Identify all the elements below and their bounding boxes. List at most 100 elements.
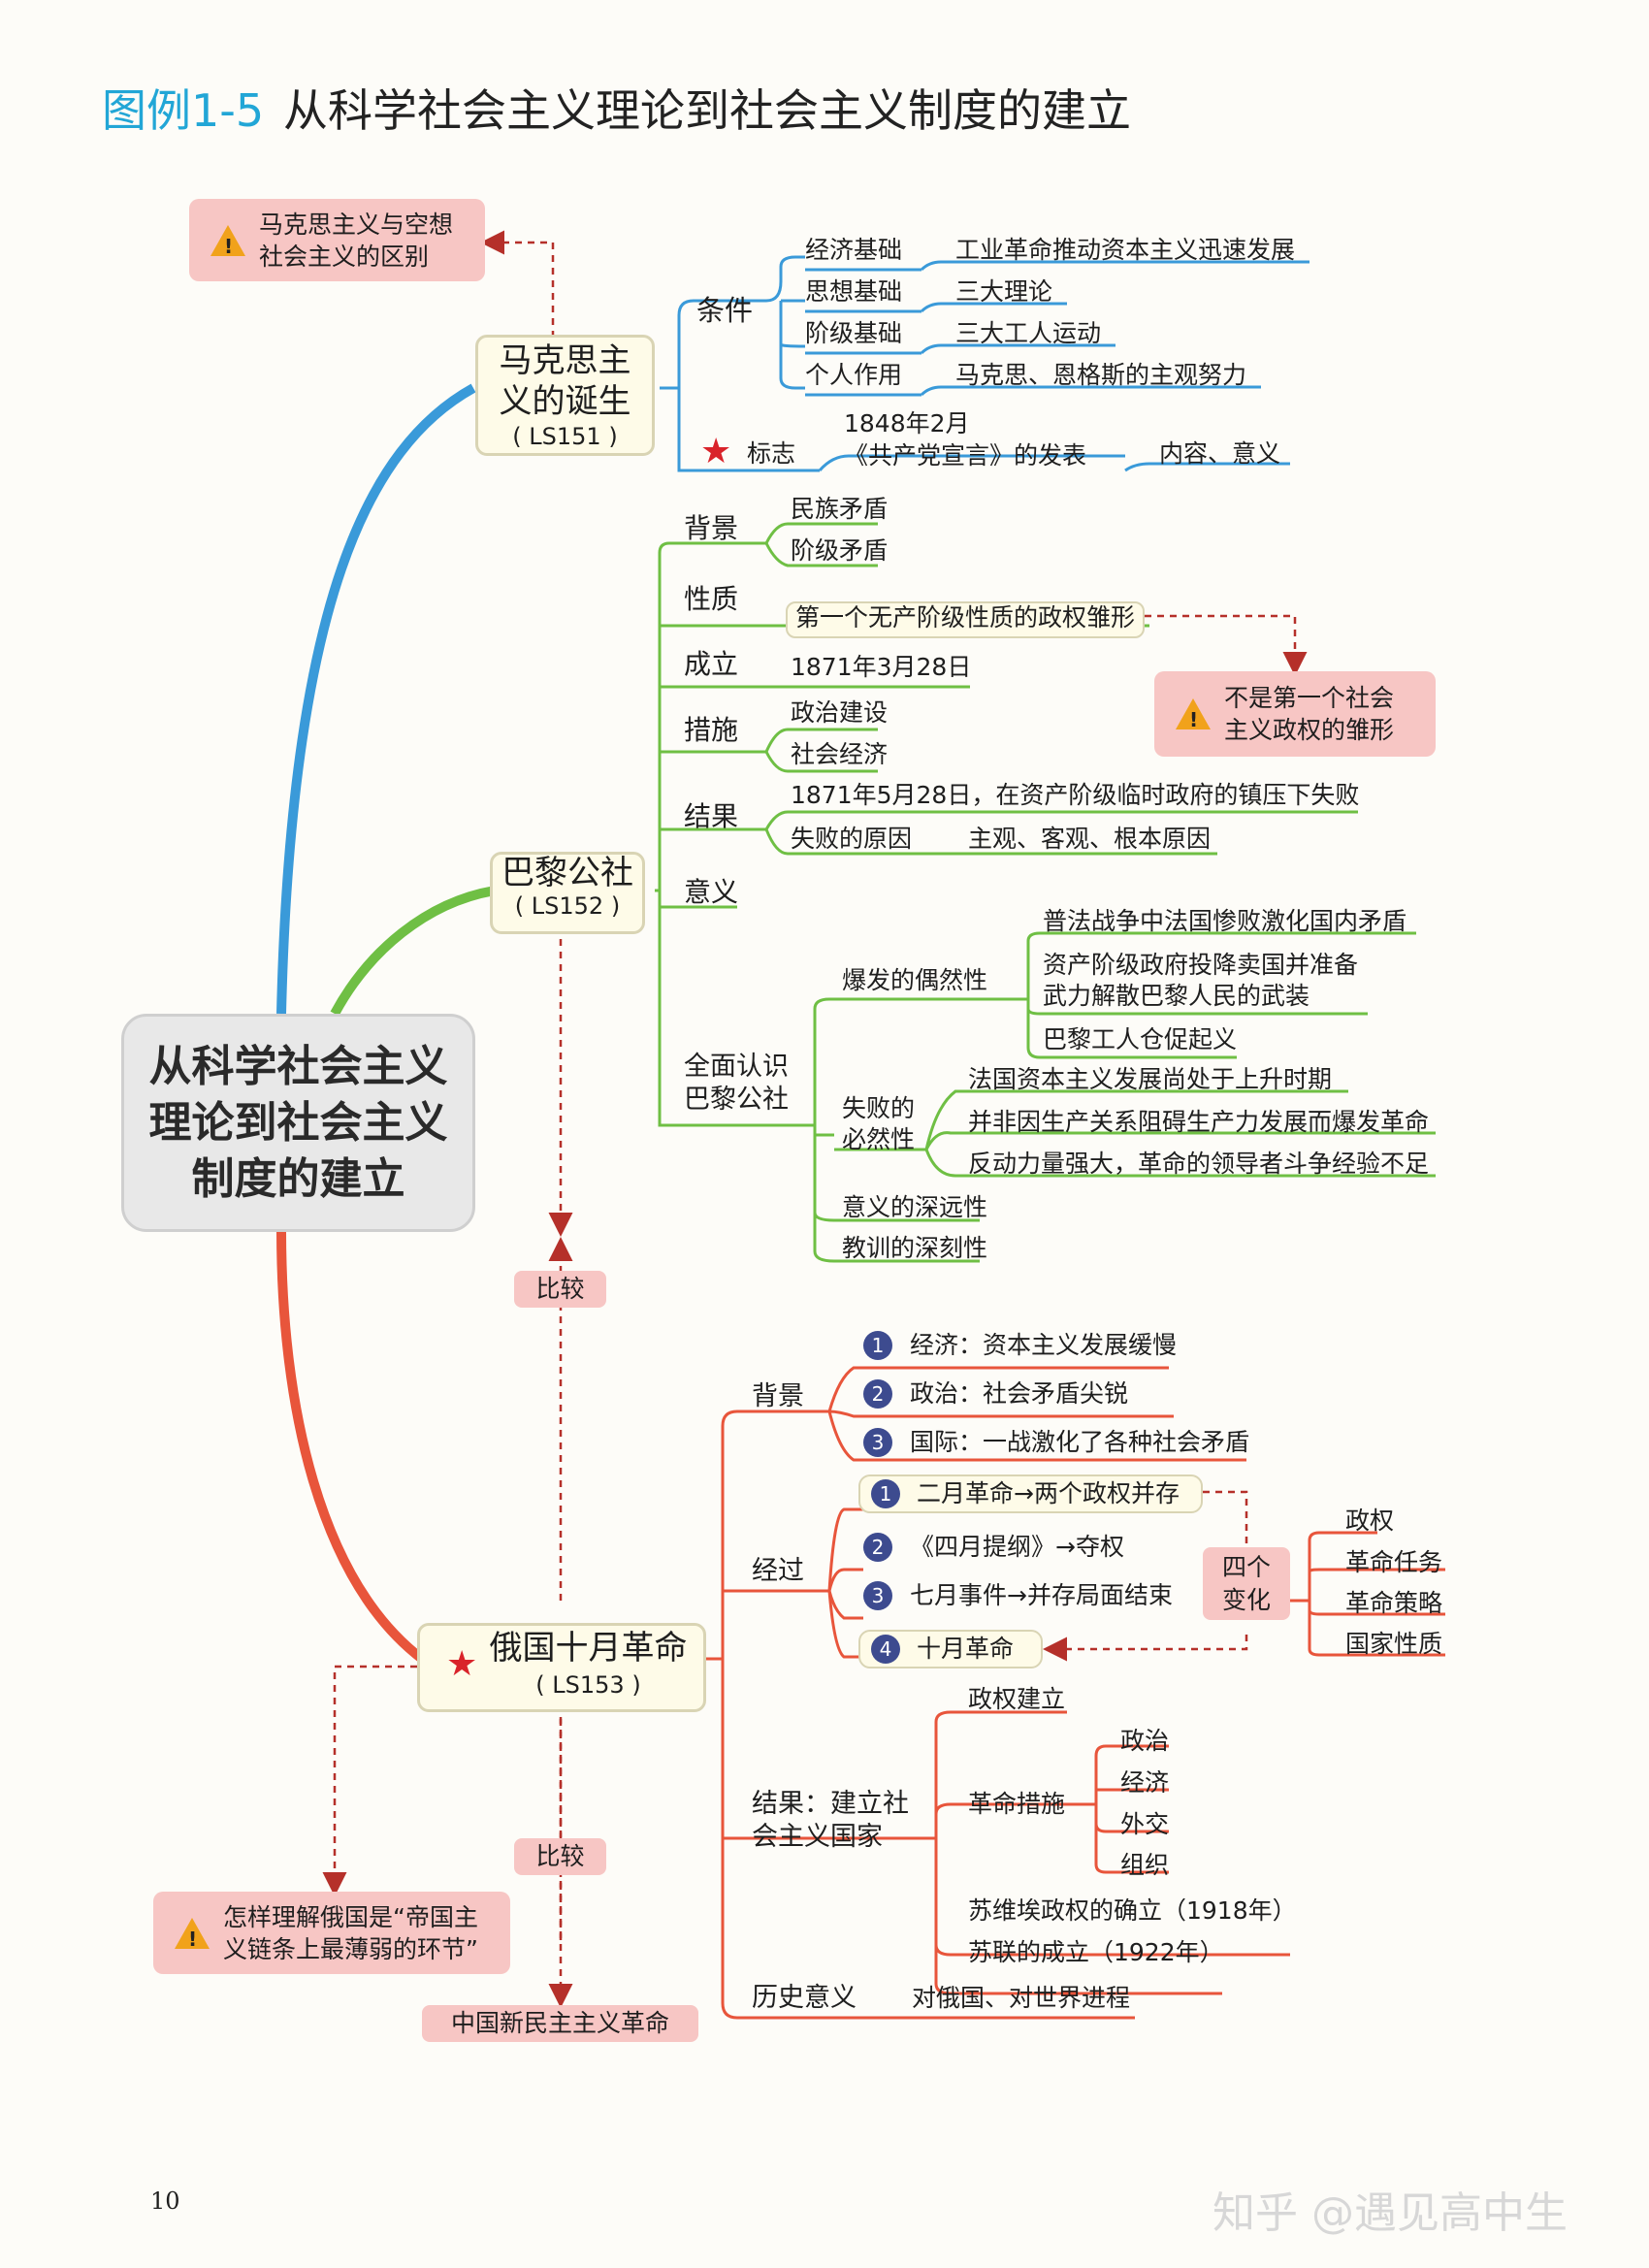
warning-icon [1176,698,1211,736]
condition-personal: 个人作用 [805,361,903,389]
russia-node-title: 俄国十月革命 [489,1629,688,1668]
paris-background-label: 背景 [684,512,739,544]
russia-process-3: 七月事件→并存局面结束 [910,1581,1173,1609]
paris-accidental-2: 资产阶级政府投降卖国并准备 [1043,951,1359,979]
paris-inevitable-2: 并非因生产关系阻碍生产力发展而爆发革命 [968,1108,1430,1136]
central-topic: 从科学社会主义 理论到社会主义 制度的建立 [121,1014,475,1232]
condition-class-detail: 三大工人运动 [955,319,1102,347]
paris-inevitable-label: 失败的 必然性 [842,1093,915,1155]
marx-sign-date: 1848年2月 [844,409,970,437]
marx-sign-detail: 内容、意义 [1159,439,1281,468]
four-changes-line-1: 四个 [1221,1553,1271,1581]
paris-accidental-4: 巴黎工人仓促起义 [1043,1025,1238,1053]
number-badge-3: 3 [863,1581,892,1610]
number-badge-3: 3 [863,1428,892,1457]
russia-measures-label: 革命措施 [968,1790,1066,1818]
central-topic-line-1: 从科学社会主义 [148,1041,448,1091]
change-regime: 政权 [1345,1507,1395,1535]
paris-result: 1871年5月28日，在资产阶级临时政府的镇压下失败 [791,781,1360,809]
central-topic-line-3: 制度的建立 [191,1153,405,1204]
russia-ussr: 苏联的成立（1922年） [968,1938,1224,1966]
russia-process-2: 《四月提纲》→夺权 [910,1533,1124,1561]
russia-warning-line-1: 怎样理解俄国是“帝国主 [223,1902,478,1931]
russia-significance: 对俄国、对世界进程 [912,1984,1131,2012]
marx-sign-label: 标志 [747,439,796,468]
marx-warning-box: 马克思主义与空想 社会主义的区别 [189,199,485,281]
marx-sign-event: 《共产党宣言》的发表 [844,441,1087,470]
condition-economic-detail: 工业革命推动资本主义迅速发展 [955,236,1296,264]
warning-icon [210,224,245,263]
russia-result-line-2: 会主义国家 [752,1822,883,1852]
marx-conditions-label: 条件 [696,294,754,327]
russia-warning-box: 怎样理解俄国是“帝国主 义链条上最薄弱的环节” [153,1892,510,1974]
russia-soviet: 苏维埃政权的确立（1918年） [968,1896,1297,1925]
paris-founded-label: 成立 [684,648,739,680]
compare-label-1: 比较 [514,1271,606,1308]
measure-organizational: 组织 [1120,1851,1170,1879]
russia-background-3: 国际：一战激化了各种社会矛盾 [910,1428,1250,1456]
paris-failure-detail: 主观、客观、根本原因 [968,825,1212,853]
star-icon: ★ [700,432,732,471]
number-badge-4: 4 [871,1635,900,1664]
russia-warning-line-2: 义链条上最薄弱的环节” [223,1934,478,1963]
paris-warning-line-1: 不是第一个社会 [1224,684,1395,712]
october-revolution-node: 俄国十月革命 ( LS153 ) [417,1623,706,1712]
paris-understanding-line-2: 巴黎公社 [684,1085,789,1115]
condition-economic: 经济基础 [805,236,903,264]
paris-warning-line-2: 主义政权的雏形 [1224,716,1395,744]
paris-inevitable-1: 法国资本主义发展尚处于上升时期 [968,1065,1333,1093]
marx-warning-line-2: 社会主义的区别 [259,242,430,271]
central-topic-line-2: 理论到社会主义 [148,1097,448,1148]
russia-process-4: 十月革命 [917,1635,1015,1663]
russia-result-label: 结果：建立社 会主义国家 [752,1788,909,1854]
measure-economic: 经济 [1120,1768,1170,1797]
change-task: 革命任务 [1345,1548,1443,1576]
marx-warning-line-1: 马克思主义与空想 [259,210,454,239]
china-revolution-label: 中国新民主主义革命 [422,2005,698,2042]
russia-result-line-1: 结果：建立社 [752,1789,909,1819]
paris-nature: 第一个无产阶级性质的政权雏形 [786,601,1146,638]
number-badge-2: 2 [863,1533,892,1562]
marx-node-line-1: 马克思主 [499,341,631,380]
number-badge-1: 1 [871,1479,900,1508]
paris-measure-2: 社会经济 [791,740,889,768]
paris-founded-date: 1871年3月28日 [791,653,972,681]
process-step-1-box [858,1474,1203,1513]
russia-node-code: ( LS153 ) [535,1671,641,1699]
russia-process-label: 经过 [752,1556,804,1586]
paris-understanding-label: 全面认识 巴黎公社 [684,1051,789,1117]
paris-nature-label: 性质 [684,583,739,615]
paris-inevitable-line-1: 失败的 [842,1094,916,1122]
paris-commune-node: 巴黎公社 ( LS152 ) [490,852,645,934]
paris-background-2: 阶级矛盾 [791,536,889,565]
marx-node-line-2: 义的诞生 [499,382,631,421]
paris-far-reaching: 意义的深远性 [842,1193,988,1221]
paris-measure-1: 政治建设 [791,698,889,727]
change-strategy: 革命策略 [1345,1589,1443,1617]
warning-icon [175,1917,210,1956]
four-changes-line-2: 变化 [1221,1586,1271,1614]
russia-regime: 政权建立 [968,1685,1066,1713]
paris-result-label: 结果 [684,800,739,832]
change-nature: 国家性质 [1345,1630,1443,1658]
marx-node-code: ( LS151 ) [512,423,618,450]
paris-understanding-line-1: 全面认识 [684,1052,789,1082]
paris-node-code: ( LS152 ) [514,892,621,920]
paris-warning-box: 不是第一个社会 主义政权的雏形 [1154,671,1436,757]
condition-personal-detail: 马克思、恩格斯的主观努力 [955,361,1247,389]
star-icon: ★ [446,1644,478,1684]
russia-significance-label: 历史意义 [752,1983,857,2013]
watermark: 知乎 @遇见高中生 [1212,2188,1568,2238]
paris-accidental-label: 爆发的偶然性 [842,966,988,994]
number-badge-2: 2 [863,1379,892,1409]
condition-ideological: 思想基础 [805,277,903,306]
page-number: 10 [150,2187,180,2215]
paris-meaning-label: 意义 [684,876,739,908]
paris-measures-label: 措施 [684,714,739,746]
compare-label-2: 比较 [514,1838,606,1875]
paris-inevitable-line-2: 必然性 [842,1125,916,1153]
measure-diplomatic: 外交 [1120,1810,1170,1838]
russia-background-2: 政治：社会矛盾尖锐 [910,1379,1129,1408]
russia-background-label: 背景 [752,1381,804,1411]
